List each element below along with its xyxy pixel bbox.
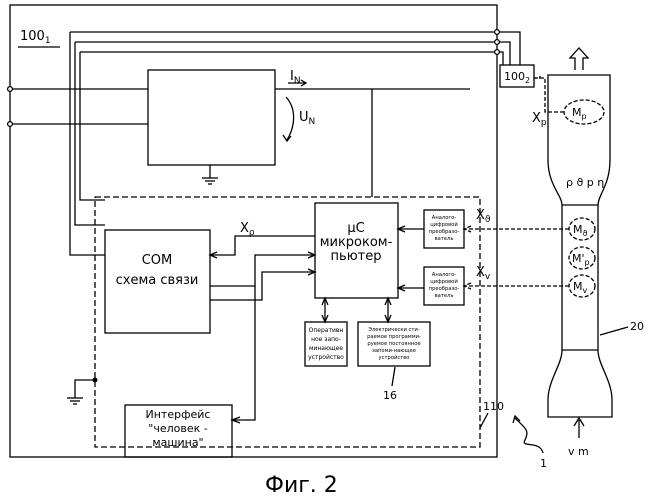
xv-label: Xv xyxy=(476,265,491,282)
unit2-label: 1002 xyxy=(504,70,530,85)
drop-3 xyxy=(80,52,105,200)
ref-1: 1 xyxy=(540,457,547,470)
ref-16-leader xyxy=(392,367,395,386)
svg-text:Аналого-: Аналого- xyxy=(432,215,457,221)
svg-text:цифровой: цифровой xyxy=(430,221,457,228)
svg-text:раемое программи-: раемое программи- xyxy=(367,334,421,340)
adc2-to-mcu xyxy=(398,285,424,291)
unit-label: 1001 xyxy=(20,29,51,46)
adc1-text: Аналого- цифровой преобразо- ватель xyxy=(429,215,460,242)
svg-text:Оперативн: Оперативн xyxy=(309,327,344,334)
terminal-left-2 xyxy=(8,122,13,127)
svg-text:преобразо-: преобразо- xyxy=(429,229,460,235)
svg-text:преобразо-: преобразо- xyxy=(429,286,460,292)
mcu-line3: пьютер xyxy=(331,249,382,264)
svg-text:устройство: устройство xyxy=(308,354,344,361)
svg-text:ное запо-: ное запо- xyxy=(311,336,341,343)
svg-text:запоми-нающее: запоми-нающее xyxy=(372,348,416,354)
voltage-label: UN xyxy=(299,110,315,127)
ground-wire-2 xyxy=(75,380,95,398)
link-hmi-mcu xyxy=(232,286,255,423)
mcu-line2: микроком- xyxy=(320,235,393,250)
wire-to-unit2 xyxy=(499,32,520,65)
eeprom-text: Электрически сти- раемое программи- руем… xyxy=(367,327,421,361)
adc1-to-mcu xyxy=(398,226,424,232)
sensor-mp-wire xyxy=(534,78,564,112)
ref-20: 20 xyxy=(630,320,644,333)
terminal-left-1 xyxy=(8,87,13,92)
flow-tube xyxy=(548,75,612,417)
terminal-top-1 xyxy=(495,30,500,35)
adc2-text: Аналого- цифровой преобразо- ватель xyxy=(429,272,460,299)
sensor-mv-label: Mv xyxy=(573,280,588,295)
com-subtitle: схема связи xyxy=(116,273,199,288)
hmi-line3: машина" xyxy=(152,436,203,449)
flow-out-arrow xyxy=(570,48,588,70)
ground-symbol-2 xyxy=(67,398,83,404)
ref-110-leader xyxy=(480,413,488,428)
terminal-top-3 xyxy=(495,50,500,55)
svg-text:цифровой: цифровой xyxy=(430,278,457,285)
hmi-line2: "человек - xyxy=(148,422,207,435)
flow-label: v m xyxy=(568,445,589,458)
voltage-arrow xyxy=(283,97,294,141)
ref-1-leader xyxy=(515,418,543,453)
ground-node-2 xyxy=(93,378,97,382)
sensor-mp2-label: M'p xyxy=(572,252,590,267)
flow-in-arrow xyxy=(574,418,584,438)
props-label: ρ ϑ p η xyxy=(566,176,604,189)
mcu-eeprom-link xyxy=(385,298,391,322)
svg-text:Электрически сти-: Электрически сти- xyxy=(368,327,419,333)
link-com-mcu-2 xyxy=(210,269,315,300)
terminal-top-2 xyxy=(495,40,500,45)
power-block xyxy=(148,70,275,165)
sensor-mtheta-label: Mϑ xyxy=(573,223,588,238)
xtheta-label: Xϑ xyxy=(476,208,491,225)
sensor-mp-label: Mp xyxy=(572,106,587,121)
mcu-line1: μC xyxy=(347,221,364,236)
ref-16: 16 xyxy=(383,389,397,402)
hmi-line1: Интерфейс xyxy=(146,408,211,421)
ref-110: 110 xyxy=(483,400,504,413)
svg-text:устройство: устройство xyxy=(379,354,410,361)
svg-text:руемое постоянное: руемое постоянное xyxy=(367,341,420,347)
svg-text:Аналого-: Аналого- xyxy=(432,272,457,278)
svg-text:ватель: ватель xyxy=(435,293,454,299)
com-title: COM xyxy=(142,253,173,268)
figure-caption: Фиг. 2 xyxy=(265,473,338,498)
xp-sensor-label: Xp xyxy=(532,111,547,128)
ground-symbol-1 xyxy=(202,178,218,184)
mcu-ram-link xyxy=(322,298,328,322)
ram-text: Оперативн ное запо- минающее устройство xyxy=(308,327,344,361)
svg-text:ватель: ватель xyxy=(435,236,454,242)
ref-20-leader xyxy=(600,327,628,335)
svg-text:минающее: минающее xyxy=(309,345,343,352)
